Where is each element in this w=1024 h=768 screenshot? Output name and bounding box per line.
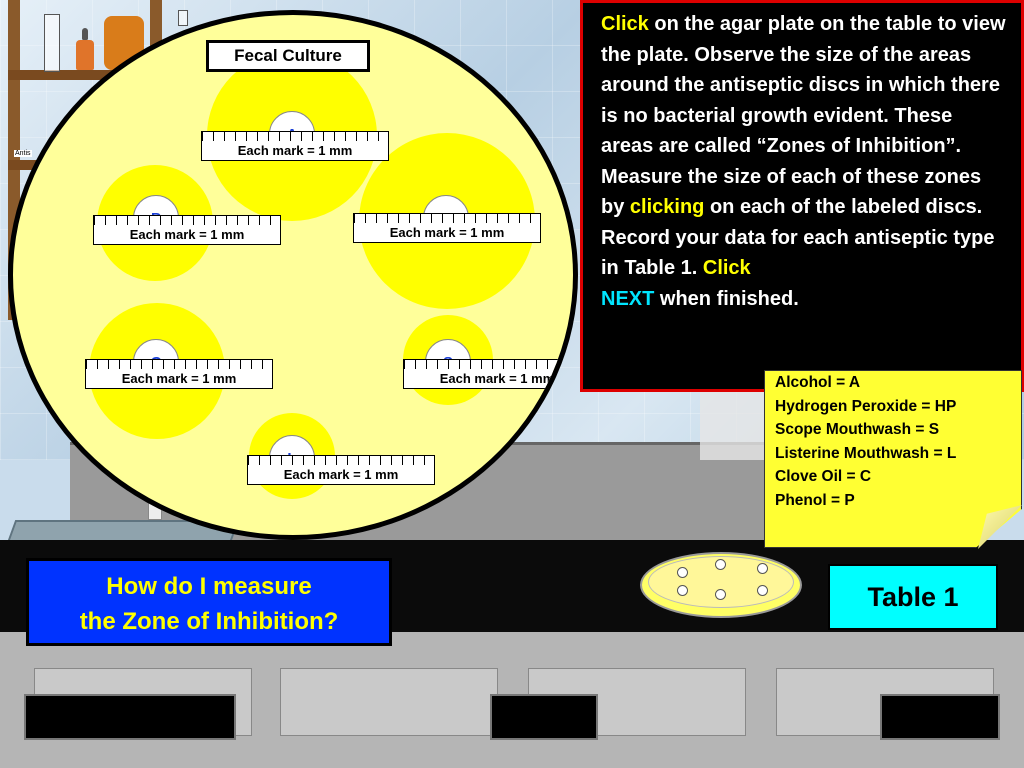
test-tube-icon xyxy=(178,10,188,26)
table-1-button[interactable]: Table 1 xyxy=(828,564,998,630)
antiseptic-key-note: Alcohol = A Hydrogen Peroxide = HP Scope… xyxy=(764,370,1022,548)
key-item: Listerine Mouthwash = L xyxy=(775,444,957,462)
instructions-text: when finished. xyxy=(654,287,799,310)
dark-panel xyxy=(880,694,1000,740)
shelf-board xyxy=(8,70,168,80)
instructions-text: on the agar plate on the table to view t… xyxy=(601,13,1006,218)
mini-disc-icon xyxy=(677,585,688,596)
next-keyword: NEXT xyxy=(601,287,655,310)
key-item: Hydrogen Peroxide = HP xyxy=(775,397,957,415)
ruler-label: Each mark = 1 mm xyxy=(94,227,280,242)
key-item: Scope Mouthwash = S xyxy=(775,421,940,438)
instructions-highlight: Click xyxy=(601,13,649,35)
ruler-a: Each mark = 1 mm xyxy=(201,131,389,161)
key-item: Clove Oil = C xyxy=(775,468,872,485)
bottle-icon xyxy=(76,40,94,70)
key-item: Alcohol = A xyxy=(775,374,861,391)
mini-disc-icon xyxy=(677,567,688,578)
dark-panel xyxy=(24,694,236,740)
instructions-highlight: clicking xyxy=(629,196,705,218)
bottle-cap-icon xyxy=(82,28,88,40)
mini-disc-icon xyxy=(715,589,726,600)
shelf-label: Antis xyxy=(14,150,32,157)
instructions-highlight: Click xyxy=(702,257,751,279)
ruler-label: Each mark = 1 mm xyxy=(354,225,540,240)
ruler-label: Each mark = 1 mm xyxy=(404,371,573,386)
ruler-label: Each mark = 1 mm xyxy=(202,143,388,158)
ruler-label: Each mark = 1 mm xyxy=(86,371,272,386)
agar-plate-zoom: A P HP C S L Each mark = 1 mm Each mark … xyxy=(8,10,578,540)
ruler-label: Each mark = 1 mm xyxy=(248,467,434,482)
key-item: Phenol = P xyxy=(775,491,855,509)
instructions-panel: Click on the agar plate on the table to … xyxy=(580,0,1024,392)
mini-disc-icon xyxy=(757,585,768,596)
graduated-cylinder-icon xyxy=(44,14,60,72)
ruler-c: Each mark = 1 mm xyxy=(85,359,273,389)
agar-plate-button[interactable] xyxy=(648,556,794,608)
ruler-hp: Each mark = 1 mm xyxy=(353,213,541,243)
ruler-l: Each mark = 1 mm xyxy=(247,455,435,485)
drawer xyxy=(280,668,498,736)
instructions-text: on each of the labeled discs. Record you… xyxy=(601,196,995,279)
ruler-s: Each mark = 1 mm xyxy=(403,359,573,389)
mini-disc-icon xyxy=(757,563,768,574)
dark-panel xyxy=(490,694,598,740)
plate-title: Fecal Culture xyxy=(206,40,370,72)
help-button-line: How do I measure xyxy=(106,573,312,600)
help-button-line: the Zone of Inhibition? xyxy=(79,608,339,635)
measure-zone-help-button[interactable]: How do I measure the Zone of Inhibition? xyxy=(26,558,392,646)
ruler-p: Each mark = 1 mm xyxy=(93,215,281,245)
mini-disc-icon xyxy=(715,559,726,570)
